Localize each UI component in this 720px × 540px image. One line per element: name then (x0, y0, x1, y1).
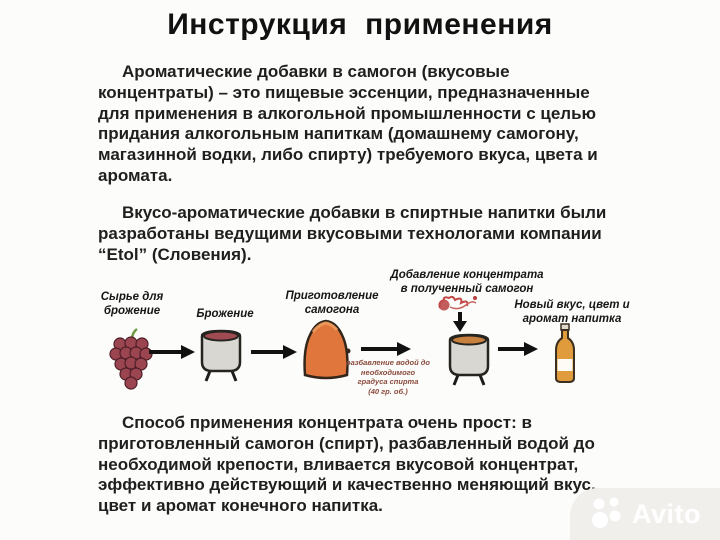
arrow-right-icon (149, 345, 195, 364)
moonshine-still-icon (299, 315, 353, 386)
arrow-right-icon (361, 342, 411, 361)
paragraph-usage-method: Способ применения концентрата очень прос… (98, 413, 596, 516)
grapes-icon (108, 327, 154, 396)
concentrate-splash-icon (436, 294, 480, 319)
arrow-right-icon (498, 342, 538, 361)
dilution-note: разбавление водой до необходимого градус… (346, 358, 430, 396)
watermark: Avito (570, 488, 720, 540)
paragraph-etol-company: Вкусо-ароматические добавки в спиртные н… (98, 203, 607, 264)
step-label-add-concentrate: Добавление концентрата в полученный само… (390, 269, 544, 295)
step-label-fermentation: Брожение (196, 308, 254, 320)
step-label-raw-material: Сырье для брожение (100, 291, 164, 317)
bottle-icon (549, 323, 581, 390)
moonshine-pot-icon (444, 331, 494, 392)
step-label-new-taste: Новый вкус, цвет и аромат напитка (514, 299, 630, 325)
arrow-right-icon (251, 345, 297, 364)
paragraph-additives-description: Ароматические добавки в самогон (вкусовы… (98, 62, 598, 185)
avito-logo-icon (589, 495, 625, 534)
watermark-brand-text: Avito (632, 498, 701, 529)
fermentation-pot-icon (196, 327, 246, 388)
step-label-distillation: Приготовление самогона (285, 290, 379, 316)
arrow-down-icon (452, 312, 468, 337)
page-title: Инструкция применения (167, 8, 553, 41)
